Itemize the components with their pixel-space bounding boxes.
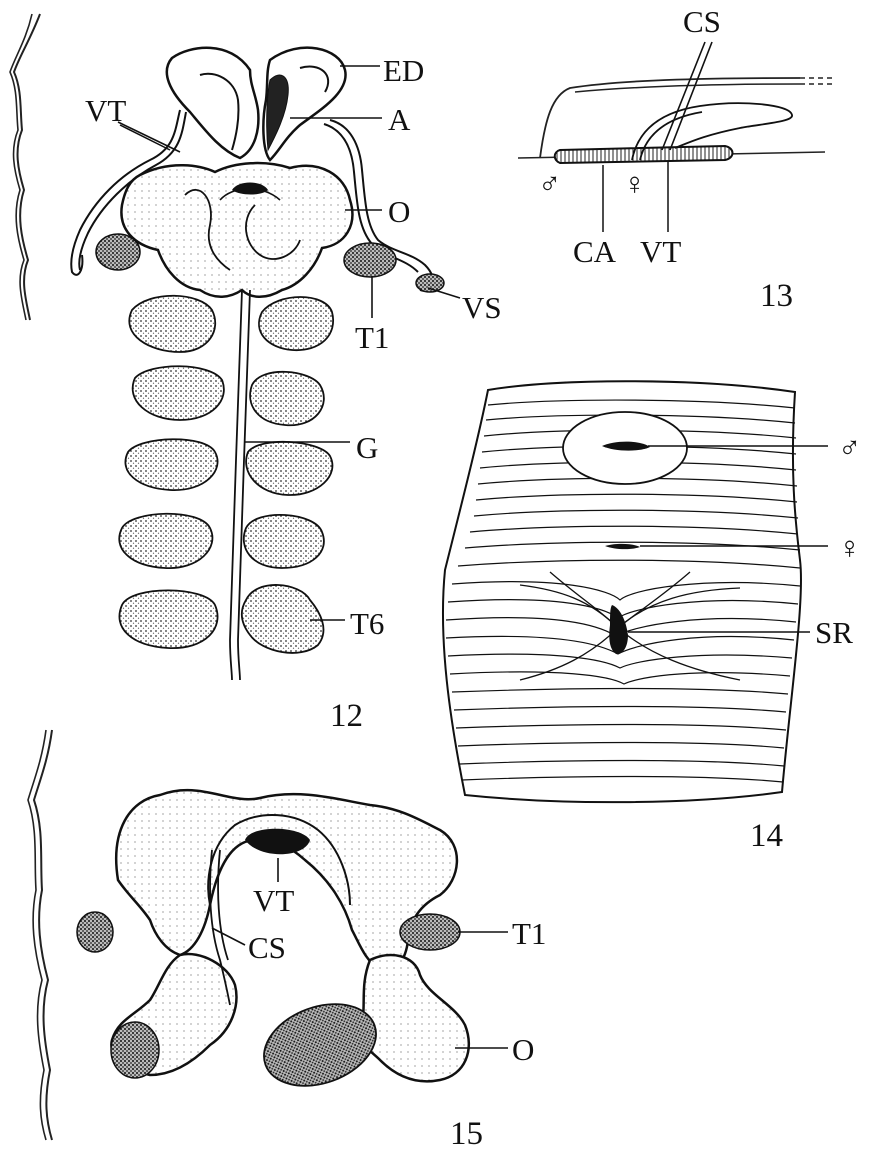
- label-vt: VT: [85, 95, 126, 126]
- figure-number-12: 12: [330, 700, 363, 733]
- testis-t6-left: [119, 590, 217, 648]
- label-male: ♂: [538, 168, 561, 199]
- label-o: O: [388, 196, 410, 227]
- ovary-right: [361, 955, 469, 1081]
- figure-number-15: 15: [450, 1118, 483, 1151]
- testis: [259, 297, 333, 350]
- label-vs: VS: [462, 292, 502, 323]
- testis-t1-right: [400, 914, 460, 950]
- label-t6: T6: [350, 608, 384, 639]
- testis-t6-right: [242, 585, 324, 653]
- ejaculatory-duct: [167, 48, 259, 158]
- figure-number-13: 13: [760, 280, 793, 313]
- testis-t1-left: [77, 912, 113, 952]
- vitelline-arch: [116, 790, 457, 971]
- label-cs: CS: [248, 932, 286, 963]
- body-contour: [540, 78, 800, 158]
- label-ed: ED: [383, 55, 424, 86]
- figure-13: [518, 42, 835, 232]
- label-g: G: [356, 432, 378, 463]
- label-female: ♀: [838, 532, 861, 563]
- body-outline-left: [14, 14, 40, 320]
- label-cs: CS: [683, 6, 721, 37]
- label-ca: CA: [573, 236, 616, 267]
- testis-t1-right: [344, 243, 396, 277]
- label-vt: VT: [253, 885, 294, 916]
- testis: [244, 515, 324, 568]
- dark-lobe-left: [111, 1022, 159, 1078]
- testis: [129, 296, 215, 352]
- testis: [250, 372, 324, 425]
- label-female: ♀: [623, 168, 646, 199]
- label-a: A: [388, 104, 410, 135]
- figure-14: [443, 381, 828, 802]
- label-o: O: [512, 1034, 534, 1065]
- label-t1: T1: [512, 918, 546, 949]
- figure-number-14: 14: [750, 820, 783, 853]
- label-vt: VT: [640, 236, 681, 267]
- testis: [133, 366, 224, 420]
- testis: [246, 442, 332, 495]
- label-t1: T1: [355, 322, 389, 353]
- testis: [119, 514, 212, 568]
- label-male: ♂: [838, 432, 861, 463]
- label-sr: SR: [815, 617, 853, 648]
- germarium-duct: [230, 290, 242, 680]
- testis: [125, 439, 217, 490]
- ovary-complex: [121, 163, 352, 297]
- testis-t1-left: [96, 234, 140, 270]
